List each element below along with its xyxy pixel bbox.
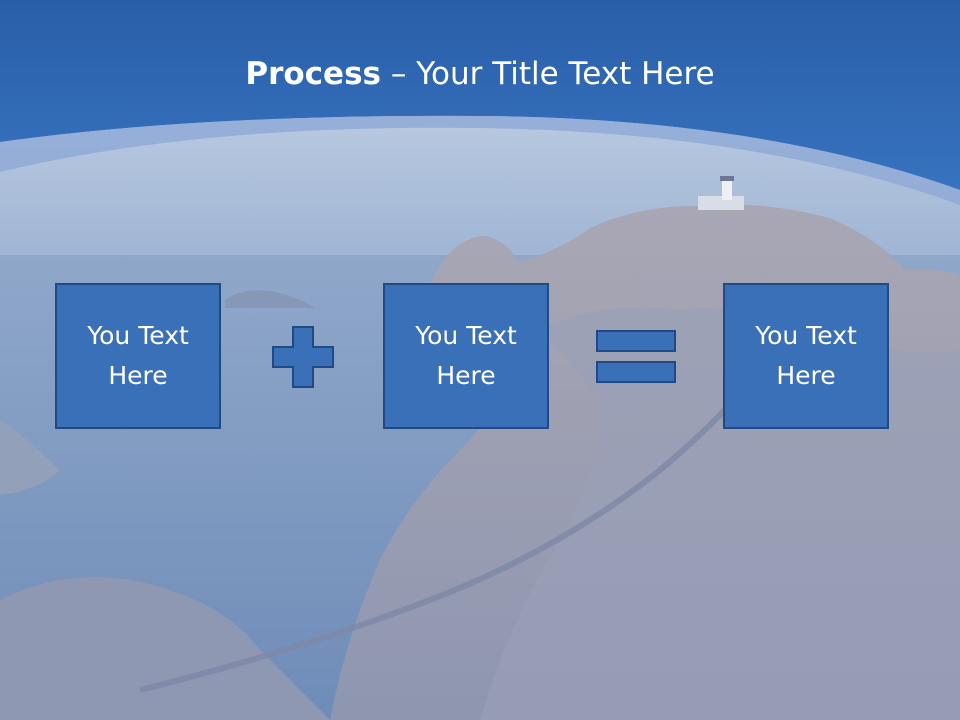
title-separator: –: [381, 56, 417, 92]
process-box-3[interactable]: You Text Here: [723, 283, 889, 429]
plus-icon: [272, 326, 334, 388]
process-box-1[interactable]: You Text Here: [55, 283, 221, 429]
process-box-2-text: You Text Here: [415, 321, 517, 390]
process-box-2[interactable]: You Text Here: [383, 283, 549, 429]
title-bold-part: Process: [245, 56, 381, 92]
title-rest: Your Title Text Here: [416, 56, 715, 92]
slide-title: Process – Your Title Text Here: [0, 52, 960, 96]
equals-icon: [596, 330, 676, 383]
process-box-1-text: You Text Here: [87, 321, 189, 390]
process-box-3-text: You Text Here: [755, 321, 857, 390]
